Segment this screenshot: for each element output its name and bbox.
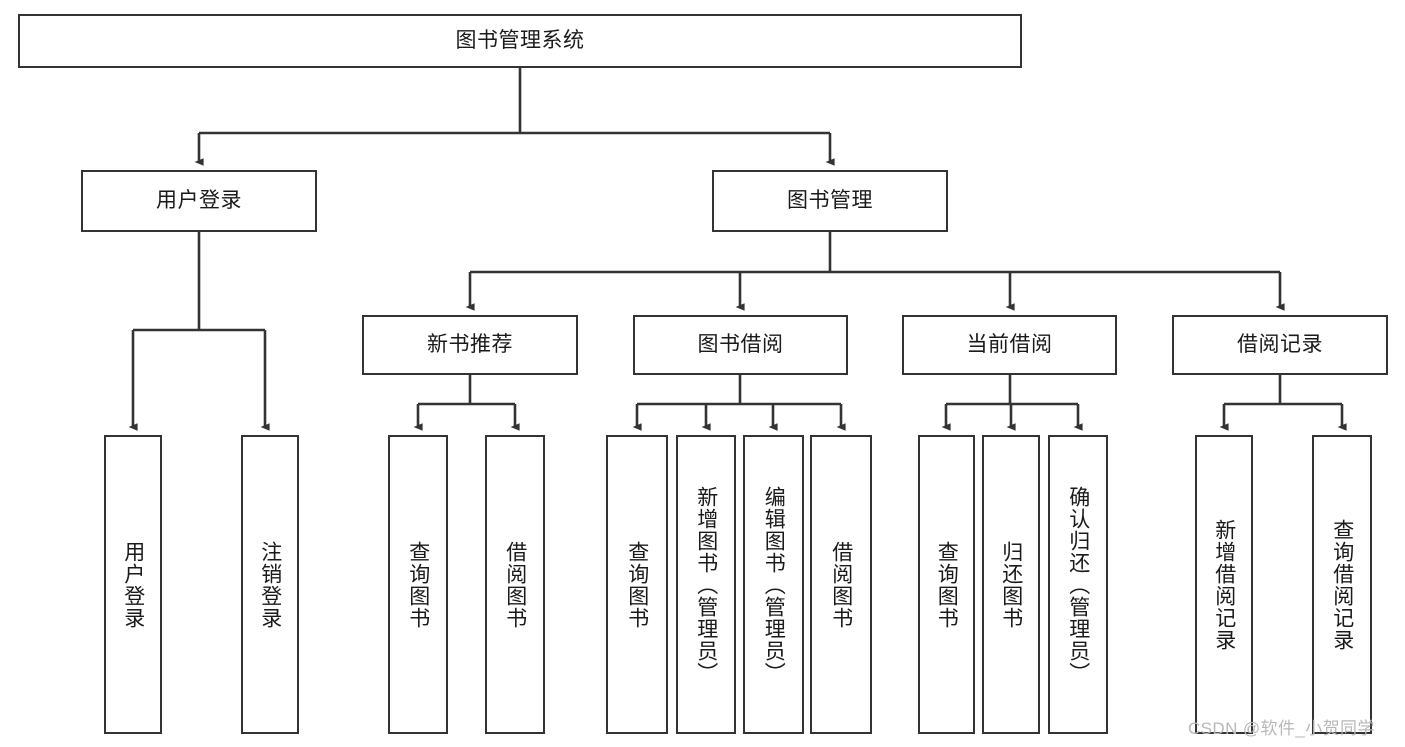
node-user-login-label: 用户登录 bbox=[156, 189, 242, 213]
node-leaf-edit-book[interactable]: 编辑图书（管理员） bbox=[743, 435, 804, 734]
node-borrow-record-label: 借阅记录 bbox=[1237, 333, 1323, 357]
node-leaf-query-book-1[interactable]: 查询图书 bbox=[388, 435, 448, 734]
node-leaf-user-logout[interactable]: 注销登录 bbox=[241, 435, 299, 734]
node-leaf-user-login[interactable]: 用户登录 bbox=[104, 435, 162, 734]
node-book-borrow[interactable]: 图书借阅 bbox=[633, 315, 848, 375]
node-leaf-borrow-book-1[interactable]: 借阅图书 bbox=[485, 435, 545, 734]
node-current-borrow-label: 当前借阅 bbox=[966, 333, 1053, 357]
node-new-book-recommend[interactable]: 新书推荐 bbox=[362, 315, 578, 375]
node-leaf-query-book-1-label: 查询图书 bbox=[406, 540, 430, 629]
node-root-label: 图书管理系统 bbox=[455, 29, 585, 53]
node-leaf-query-book-2[interactable]: 查询图书 bbox=[606, 435, 668, 734]
node-leaf-return-book-label: 归还图书 bbox=[999, 540, 1023, 629]
node-user-login[interactable]: 用户登录 bbox=[81, 170, 317, 232]
node-leaf-user-logout-label: 注销登录 bbox=[258, 540, 282, 629]
node-leaf-query-record-label: 查询借阅记录 bbox=[1330, 518, 1354, 651]
node-book-manage-label: 图书管理 bbox=[787, 189, 873, 213]
node-book-borrow-label: 图书借阅 bbox=[697, 333, 784, 357]
node-leaf-edit-book-label: 编辑图书（管理员） bbox=[762, 485, 786, 684]
node-book-manage[interactable]: 图书管理 bbox=[712, 170, 948, 232]
node-leaf-query-book-2-label: 查询图书 bbox=[625, 540, 649, 629]
node-leaf-user-login-label: 用户登录 bbox=[121, 540, 145, 629]
node-current-borrow[interactable]: 当前借阅 bbox=[902, 315, 1117, 375]
node-leaf-add-record-label: 新增借阅记录 bbox=[1212, 518, 1236, 651]
node-leaf-borrow-book-1-label: 借阅图书 bbox=[503, 540, 527, 629]
node-leaf-query-book-3-label: 查询图书 bbox=[935, 540, 959, 629]
node-leaf-borrow-book-2-label: 借阅图书 bbox=[829, 540, 853, 629]
node-leaf-query-record[interactable]: 查询借阅记录 bbox=[1312, 435, 1372, 734]
csdn-watermark: CSDN @软件_小贺同学 bbox=[1188, 719, 1375, 738]
node-root[interactable]: 图书管理系统 bbox=[18, 14, 1022, 68]
node-leaf-confirm-return-label: 确认归还（管理员） bbox=[1066, 485, 1090, 684]
node-new-book-recommend-label: 新书推荐 bbox=[427, 333, 513, 357]
node-leaf-query-book-3[interactable]: 查询图书 bbox=[918, 435, 975, 734]
node-leaf-return-book[interactable]: 归还图书 bbox=[982, 435, 1040, 734]
node-leaf-add-book-label: 新增图书（管理员） bbox=[694, 485, 718, 684]
node-borrow-record[interactable]: 借阅记录 bbox=[1172, 315, 1388, 375]
node-leaf-borrow-book-2[interactable]: 借阅图书 bbox=[810, 435, 872, 734]
node-leaf-confirm-return[interactable]: 确认归还（管理员） bbox=[1048, 435, 1108, 734]
node-leaf-add-book[interactable]: 新增图书（管理员） bbox=[676, 435, 736, 734]
node-leaf-add-record[interactable]: 新增借阅记录 bbox=[1195, 435, 1253, 734]
